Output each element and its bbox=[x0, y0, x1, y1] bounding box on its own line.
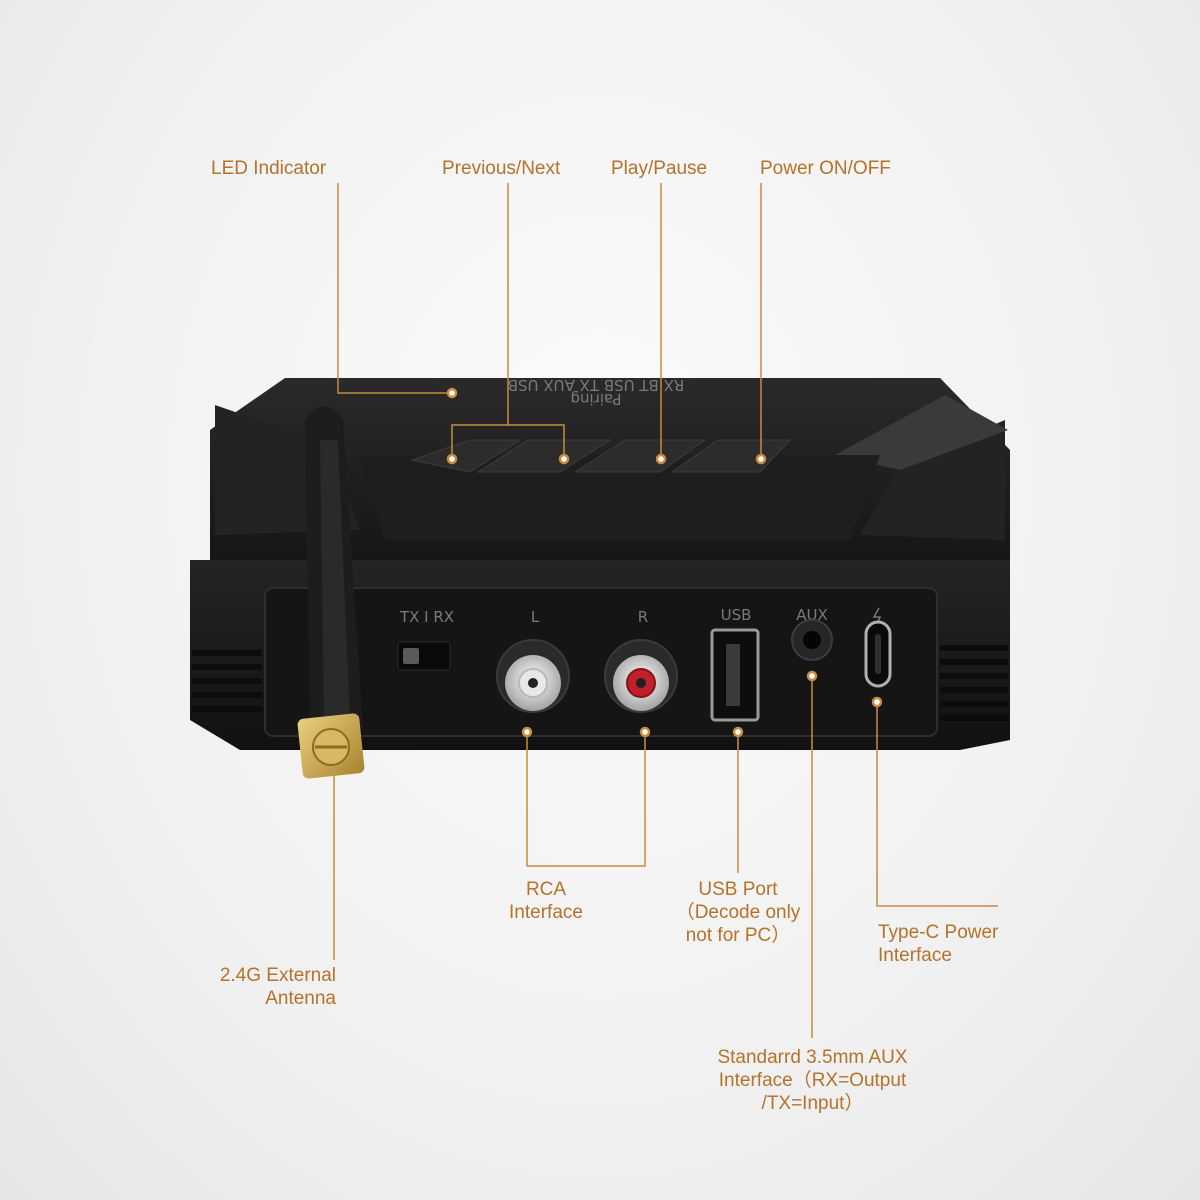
tx-rx-switch[interactable] bbox=[397, 641, 451, 671]
callout-usb-line1: USB Port bbox=[698, 879, 778, 900]
device-body bbox=[190, 378, 1010, 750]
callout-play-pause: Play/Pause bbox=[611, 158, 708, 179]
callout-usb-port: USB Port （Decode only not for PC） bbox=[668, 878, 808, 947]
usb-a-port[interactable] bbox=[710, 628, 760, 722]
callout-led-indicator: LED Indicator bbox=[211, 158, 327, 179]
callout-aux-line2: Interface（RX=Output bbox=[718, 1070, 907, 1091]
type-c-port[interactable] bbox=[864, 620, 892, 688]
rca-left-jack[interactable] bbox=[496, 639, 570, 713]
usb-port-label: USB bbox=[721, 606, 752, 624]
callout-usb-line3: not for PC） bbox=[685, 925, 791, 946]
rca-right-jack[interactable] bbox=[604, 639, 678, 713]
callout-antenna-line1: 2.4G External bbox=[219, 965, 336, 986]
callout-aux-interface: Standarrd 3.5mm AUX Interface（RX=Output … bbox=[700, 1046, 925, 1115]
callout-external-antenna: 2.4G External Antenna bbox=[196, 964, 336, 1010]
callout-previous-next: Previous/Next bbox=[442, 158, 561, 179]
antenna bbox=[297, 406, 365, 779]
callout-type-c-power: Type-C Power Interface bbox=[878, 921, 998, 967]
callout-rca-line1: RCA bbox=[525, 879, 567, 900]
pairing-label: Pairing bbox=[570, 390, 621, 408]
aux-port-label: AUX bbox=[796, 606, 828, 624]
callout-power-on-off: Power ON/OFF bbox=[760, 158, 891, 179]
callout-rca-interface: RCA Interface bbox=[496, 878, 596, 924]
top-buttons bbox=[410, 439, 792, 473]
aux-jack[interactable] bbox=[791, 619, 833, 661]
callout-aux-line1: Standarrd 3.5mm AUX bbox=[717, 1047, 908, 1068]
callout-typec-line1: Type-C Power bbox=[878, 922, 999, 943]
callout-rca-line2: Interface bbox=[509, 902, 583, 923]
callout-antenna-line2: Antenna bbox=[265, 988, 336, 1009]
callout-aux-line3: /TX=Input） bbox=[761, 1093, 864, 1114]
rca-right-label: R bbox=[638, 608, 648, 626]
callout-typec-line2: Interface bbox=[878, 945, 952, 966]
rca-left-label: L bbox=[531, 608, 540, 626]
switch-label: TX I RX bbox=[399, 608, 454, 626]
callout-leaders bbox=[333, 183, 998, 1038]
mode-indicator-labels: RX BT USB TX AUX USB bbox=[508, 376, 685, 394]
callout-usb-line2: （Decode only bbox=[675, 902, 801, 923]
